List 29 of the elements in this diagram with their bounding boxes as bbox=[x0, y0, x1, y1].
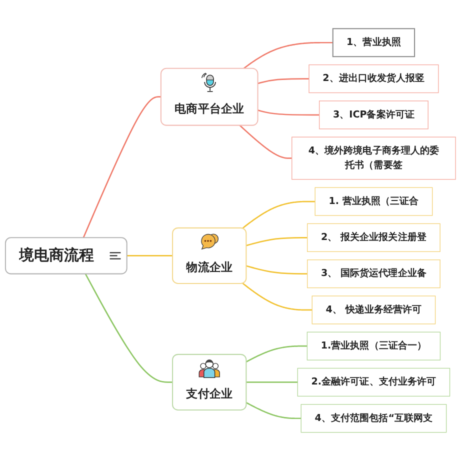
node-box: 4、境外跨境电子商务理人的委托书（需要签 bbox=[292, 136, 456, 180]
connector bbox=[245, 402, 302, 420]
node-box: 境电商流程 bbox=[4, 237, 128, 274]
node-box: 1.营业执照（三证合一） bbox=[306, 332, 441, 360]
node-box: 2.金融许可证、支付业务许可 bbox=[297, 368, 450, 397]
connector bbox=[245, 345, 308, 363]
connector bbox=[238, 124, 292, 159]
connector bbox=[258, 110, 320, 116]
connector bbox=[246, 382, 298, 383]
connector bbox=[243, 42, 333, 70]
node-box: 电商平台企业 bbox=[160, 68, 258, 126]
connector bbox=[246, 265, 308, 274]
node-box: 4、 快递业务经营许可 bbox=[312, 296, 436, 324]
connector bbox=[246, 236, 308, 246]
node-box: 支付企业 bbox=[172, 354, 247, 411]
node-box: 3、 国际货运代理企业备 bbox=[307, 259, 440, 288]
node-box: 3、ICP备案许可证 bbox=[318, 100, 428, 130]
connector bbox=[242, 282, 312, 311]
node-box: 1、营业执照 bbox=[332, 28, 416, 58]
connector bbox=[242, 200, 316, 229]
node-box: 2、进出口收发货人报竖 bbox=[308, 64, 439, 94]
node-box: 1. 营业执照（三证合 bbox=[314, 187, 433, 216]
node-box: 2、 报关企业报关注册登 bbox=[307, 223, 440, 252]
node-box: 物流企业 bbox=[172, 227, 247, 284]
node-box: 4、支付范围包括“互联网支 bbox=[300, 404, 447, 433]
connector bbox=[258, 78, 309, 84]
connector bbox=[82, 96, 161, 238]
connector bbox=[126, 255, 173, 256]
connector bbox=[84, 273, 173, 383]
